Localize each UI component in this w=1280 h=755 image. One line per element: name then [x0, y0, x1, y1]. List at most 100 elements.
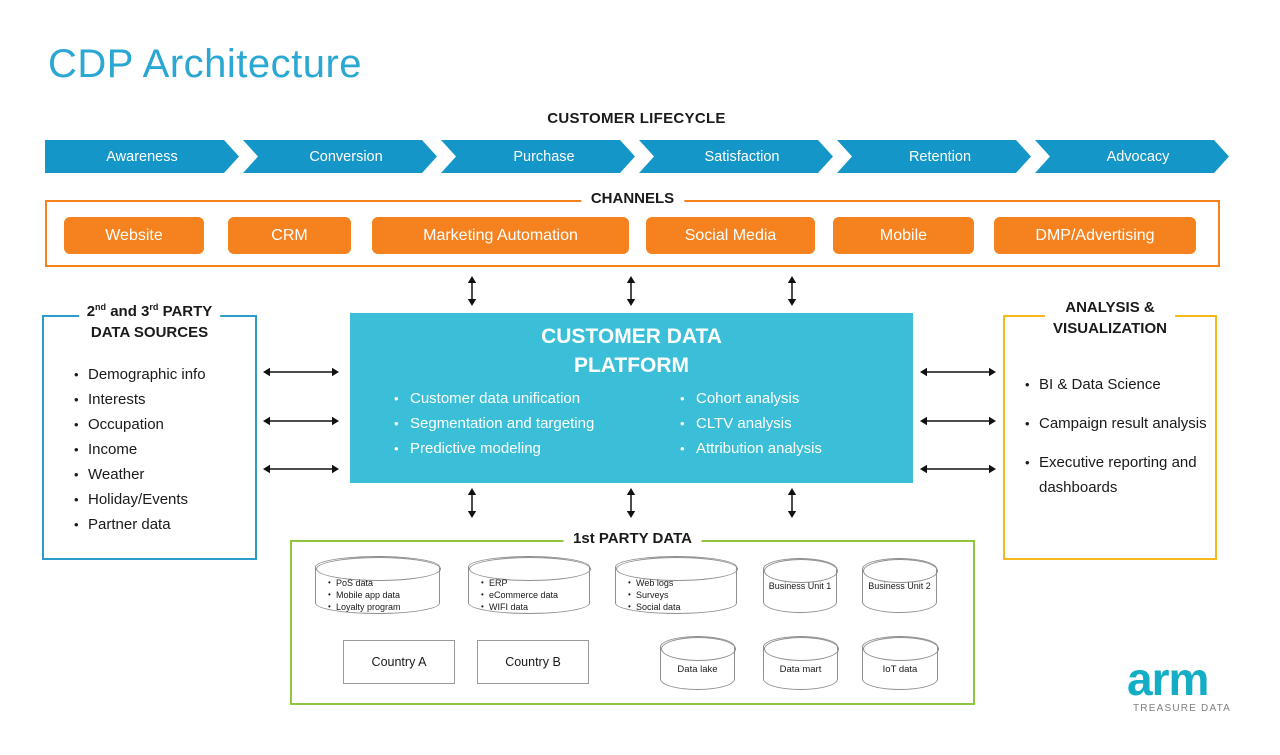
db-label: Data lake — [677, 664, 718, 675]
channel-label: Website — [105, 226, 163, 244]
country-a-box: Country A — [343, 640, 455, 684]
stage-label: Conversion — [309, 148, 383, 165]
db-label: Business Unit 2 — [868, 581, 931, 591]
db-cylinder-pos-data: PoS data Mobile app data Loyalty program — [315, 556, 441, 614]
list-item: Cohort analysis — [680, 386, 822, 411]
heading-line2: DATA SOURCES — [90, 324, 209, 341]
channel-social-media: Social Media — [646, 217, 815, 254]
list-item: Social data — [628, 601, 734, 613]
list-item: PoS data — [328, 577, 437, 589]
arrow-horizontal — [263, 367, 339, 377]
stage-label: Awareness — [106, 148, 178, 165]
db-label: Business Unit 1 — [768, 581, 832, 591]
cdp-title-line1: CUSTOMER DATA — [541, 325, 722, 348]
arm-logo: arm — [1127, 653, 1209, 705]
cdp-title-line2: PLATFORM — [573, 354, 690, 377]
channel-label: DMP/Advertising — [1035, 226, 1155, 244]
arrow-horizontal — [920, 367, 996, 377]
lifecycle-stage-awareness: Awareness — [45, 140, 239, 173]
first-party-data-box: 1st PARTY DATA — [290, 530, 975, 705]
list-item: BI & Data Science — [1025, 372, 1207, 397]
country-label: Country A — [371, 655, 427, 669]
list-item: Customer data unification — [394, 386, 674, 411]
analysis-visualization-box: ANALYSIS & VISUALIZATION BI & Data Scien… — [1003, 297, 1217, 560]
list-item: eCommerce data — [481, 589, 587, 601]
treasure-data-logo-text: TREASURE DATA — [1133, 703, 1232, 714]
list-item: ERP — [481, 577, 587, 589]
channel-label: Mobile — [879, 226, 928, 244]
first-party-data-heading: 1st PARTY DATA — [563, 530, 702, 547]
list-item: Mobile app data — [328, 589, 437, 601]
db-cylinder-iot-data: IoT data — [862, 636, 939, 690]
analysis-list: BI & Data Science Campaign result analys… — [1025, 372, 1207, 514]
list-item: Weather — [74, 467, 247, 484]
list-item: Attribution analysis — [680, 436, 822, 461]
channel-crm: CRM — [228, 217, 351, 254]
stage-label: Advocacy — [1106, 148, 1170, 165]
db-item-list: ERP eCommerce data WIFI data — [481, 577, 587, 613]
list-item: Interests — [74, 392, 247, 409]
party-data-sources-box: 2nd and 3rd PARTY DATA SOURCES Demograph… — [42, 297, 257, 560]
country-label: Country B — [505, 655, 561, 669]
db-cylinder-weblogs: Web logs Surveys Social data — [615, 556, 738, 614]
stage-label: Purchase — [513, 148, 575, 165]
analysis-visualization-heading: ANALYSIS & VISUALIZATION — [1045, 297, 1175, 339]
list-item: Predictive modeling — [394, 436, 674, 461]
stage-label: Satisfaction — [704, 148, 780, 165]
channel-label: Marketing Automation — [423, 226, 578, 244]
channel-marketing-automation: Marketing Automation — [372, 217, 629, 254]
country-b-box: Country B — [477, 640, 589, 684]
list-item: Demographic info — [74, 367, 247, 384]
list-item: Occupation — [74, 417, 247, 434]
list-item: Holiday/Events — [74, 492, 247, 509]
lifecycle-heading: CUSTOMER LIFECYCLE — [547, 110, 726, 127]
db-cylinder-data-lake: Data lake — [660, 636, 736, 690]
channel-label: Social Media — [684, 226, 777, 244]
cdp-title: CUSTOMER DATA PLATFORM — [350, 322, 913, 380]
arrow-horizontal — [263, 416, 339, 426]
arrow-vertical — [467, 488, 477, 518]
lifecycle-stage-purchase: Purchase — [441, 140, 635, 173]
lifecycle-stage-conversion: Conversion — [243, 140, 437, 173]
db-cylinder-erp: ERP eCommerce data WIFI data — [468, 556, 591, 614]
party-data-sources-heading: 2nd and 3rd PARTY DATA SOURCES — [78, 297, 221, 343]
list-item: Surveys — [628, 589, 734, 601]
channel-website: Website — [64, 217, 204, 254]
channels-heading: CHANNELS — [580, 190, 685, 207]
arrow-vertical — [626, 488, 636, 518]
page-title: CDP Architecture — [48, 42, 363, 86]
list-item: Campaign result analysis — [1025, 411, 1207, 436]
db-cylinder-business-unit-1: Business Unit 1 — [763, 558, 838, 613]
channel-mobile: Mobile — [833, 217, 974, 254]
db-item-list: Web logs Surveys Social data — [628, 577, 734, 613]
list-item: Executive reporting and dashboards — [1025, 450, 1207, 500]
list-item: Income — [74, 442, 247, 459]
party-data-sources-list: Demographic info Interests Occupation In… — [74, 367, 247, 542]
list-item: Web logs — [628, 577, 734, 589]
arrow-horizontal — [263, 464, 339, 474]
arrow-vertical — [467, 276, 477, 306]
cdp-feature-columns: Customer data unification Segmentation a… — [350, 386, 913, 461]
db-item-list: PoS data Mobile app data Loyalty program — [328, 577, 437, 613]
list-item: Partner data — [74, 517, 247, 534]
heading-line1: 2nd and 3rd PARTY — [86, 302, 213, 320]
arrow-vertical — [787, 488, 797, 518]
heading-line2: VISUALIZATION — [1053, 320, 1167, 337]
lifecycle-stage-retention: Retention — [837, 140, 1031, 173]
channels-box: CHANNELS — [45, 190, 1220, 267]
db-label: Data mart — [779, 664, 822, 675]
list-item: CLTV analysis — [680, 411, 822, 436]
cdp-feature-list-right: Cohort analysis CLTV analysis Attributio… — [680, 386, 822, 461]
db-label: IoT data — [882, 664, 918, 675]
cdp-feature-list-left: Customer data unification Segmentation a… — [394, 386, 674, 461]
arrow-vertical — [626, 276, 636, 306]
arrow-horizontal — [920, 416, 996, 426]
arrow-horizontal — [920, 464, 996, 474]
db-cylinder-data-mart: Data mart — [763, 636, 839, 690]
list-item: WIFI data — [481, 601, 587, 613]
heading-line1: ANALYSIS & — [1065, 299, 1155, 316]
channel-dmp-advertising: DMP/Advertising — [994, 217, 1196, 254]
db-cylinder-business-unit-2: Business Unit 2 — [862, 558, 938, 613]
lifecycle-stage-satisfaction: Satisfaction — [639, 140, 833, 173]
